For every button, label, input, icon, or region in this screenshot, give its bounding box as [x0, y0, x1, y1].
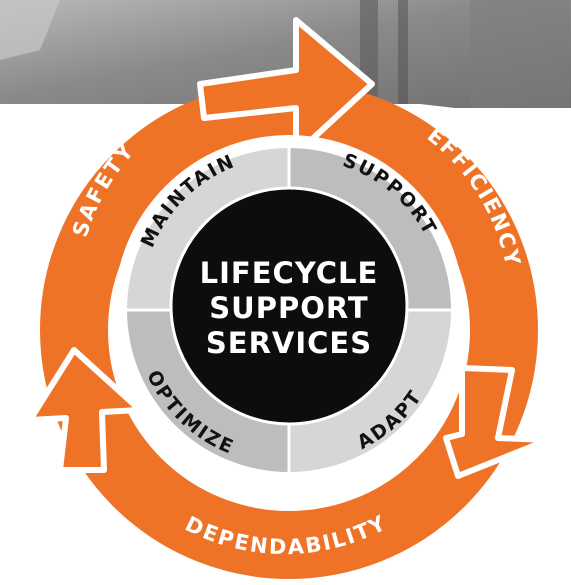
center-title-line-1: LIFECYCLE	[200, 256, 379, 290]
left-arrow-icon	[27, 347, 143, 473]
outer-ring	[40, 81, 538, 579]
cycle-arrows	[27, 17, 551, 479]
center-title-line-2: SUPPORT	[209, 291, 368, 325]
background-photo	[0, 0, 571, 108]
center-circle	[169, 186, 409, 426]
center-title-line-3: SERVICES	[206, 326, 372, 360]
right-arrow-icon	[443, 365, 551, 479]
top-arrow-icon	[197, 17, 375, 157]
